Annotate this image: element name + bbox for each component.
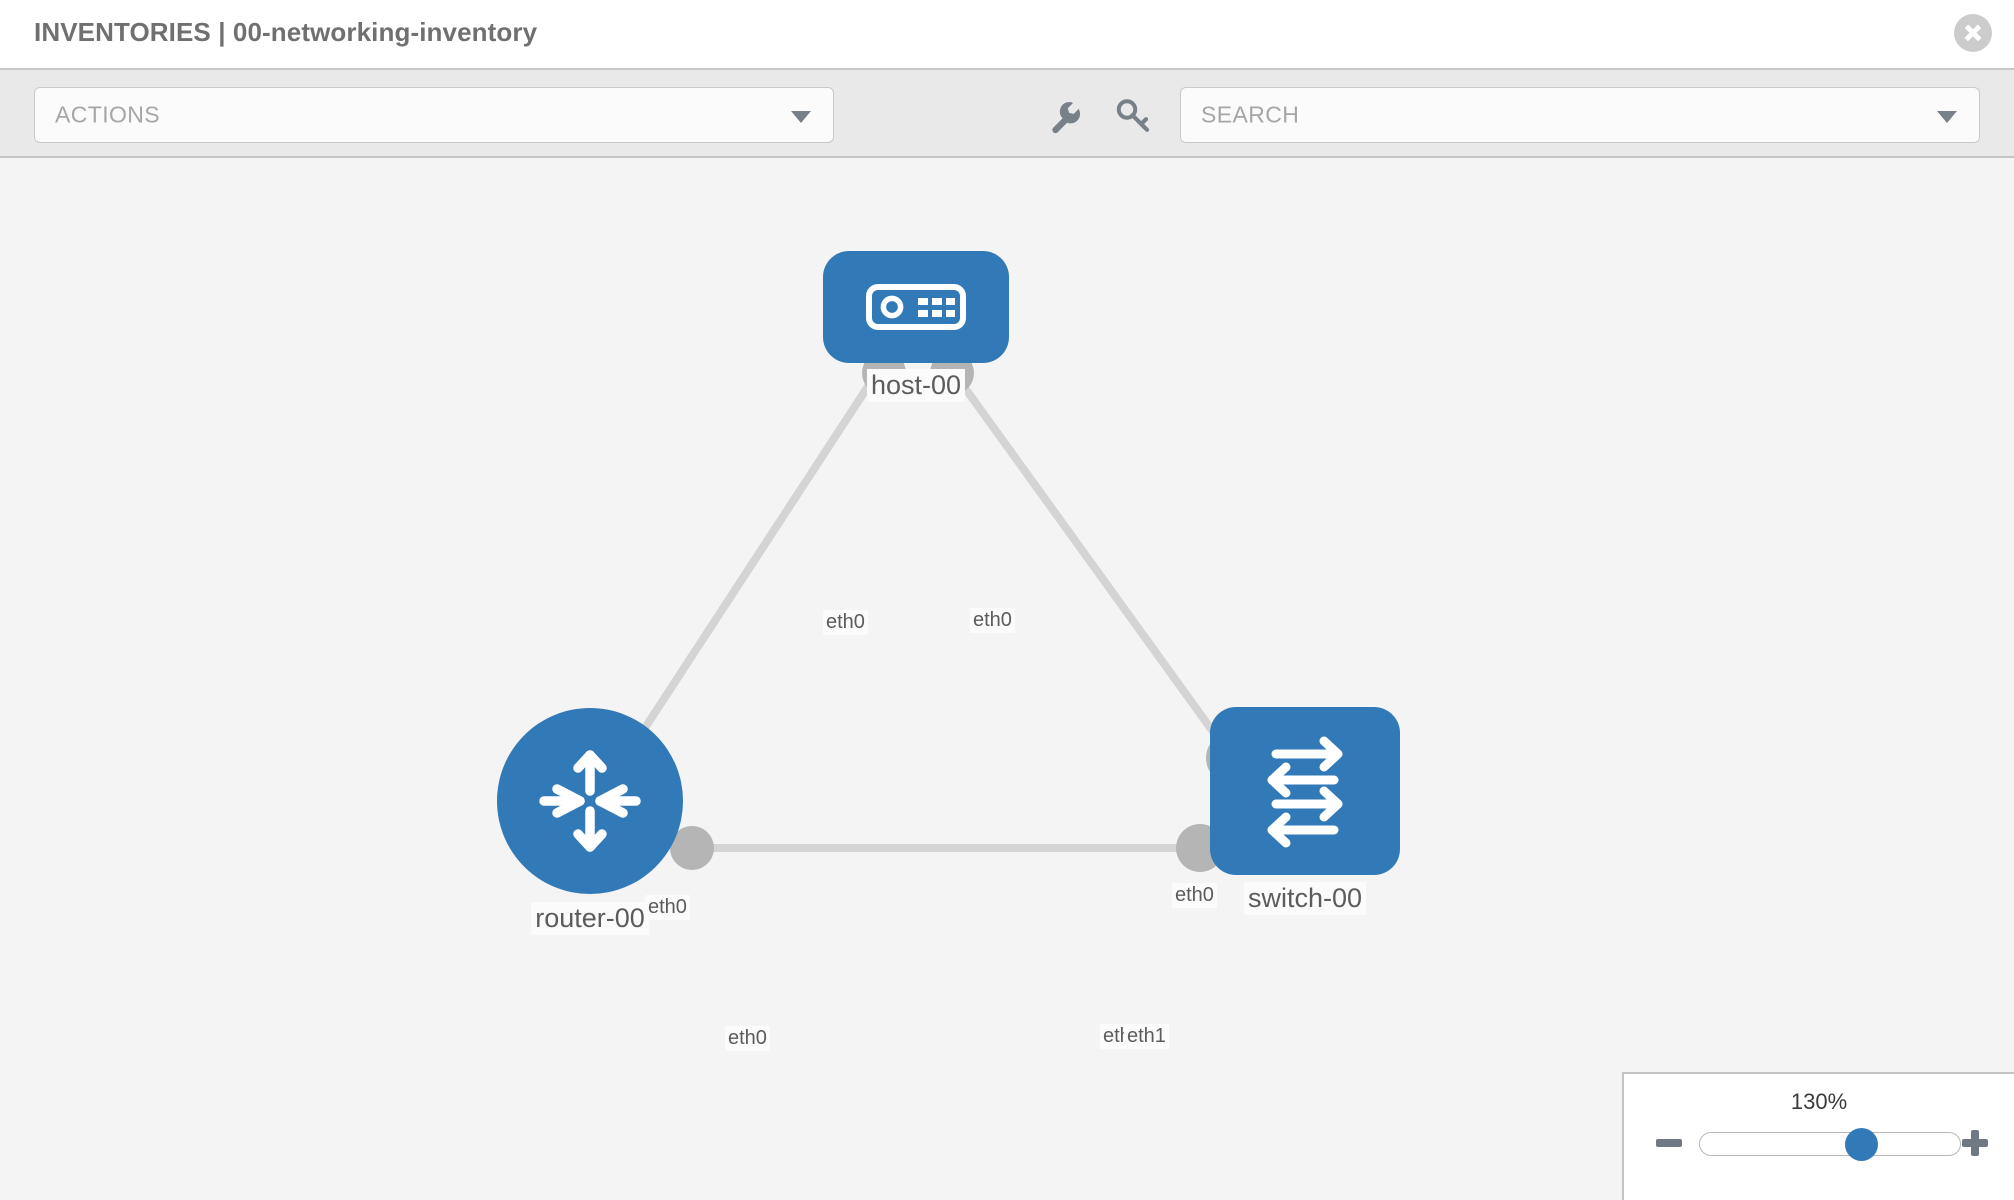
edge-label-switch-eth1: eth1 (1124, 1024, 1169, 1049)
zoom-slider-thumb[interactable] (1844, 1127, 1878, 1161)
router-node-shape (497, 708, 683, 894)
page-title: INVENTORIES | 00-networking-inventory (34, 17, 538, 47)
four-way-arrows-icon (539, 750, 641, 852)
node-switch-00[interactable]: switch-00 (1210, 707, 1400, 915)
edge-label-router-upper: eth0 (645, 895, 690, 920)
close-icon[interactable] (1954, 14, 1992, 52)
node-host-00[interactable]: host-00 (823, 251, 1009, 402)
edge-label-host-left: eth0 (823, 610, 868, 635)
search-input[interactable]: SEARCH (1180, 87, 1980, 143)
node-label: host-00 (866, 369, 966, 402)
zoom-slider[interactable] (1699, 1127, 1961, 1161)
server-device-icon (866, 284, 966, 330)
actions-dropdown[interactable]: ACTIONS (34, 87, 834, 143)
wrench-icon[interactable] (1043, 96, 1083, 136)
topology-canvas[interactable]: host-00 router-00 (0, 158, 2014, 1200)
key-icon[interactable] (1113, 96, 1153, 136)
minus-icon[interactable] (1652, 1126, 1686, 1160)
chevron-down-icon (1937, 111, 1957, 123)
zoom-level-value: 130% (1790, 1089, 1848, 1114)
edge-label-host-right: eth0 (970, 608, 1015, 633)
search-placeholder: SEARCH (1201, 101, 1300, 128)
edge-label-switch-upper: eth0 (1172, 883, 1217, 908)
bidirectional-arrows-icon (1267, 736, 1343, 848)
chevron-down-icon (791, 111, 811, 123)
zoom-control-panel: 130% (1622, 1072, 2014, 1200)
toolbar: ACTIONS SEARCH (0, 68, 2014, 158)
node-label: switch-00 (1243, 882, 1367, 915)
edge-label-router-right: eth0 (725, 1026, 770, 1051)
node-router-00[interactable]: router-00 (497, 708, 683, 935)
actions-dropdown-label: ACTIONS (55, 101, 161, 128)
plus-icon[interactable] (1958, 1126, 1992, 1160)
node-label: router-00 (531, 902, 649, 935)
host-node-shape (823, 251, 1009, 363)
page-header: INVENTORIES | 00-networking-inventory (0, 0, 2014, 68)
switch-node-shape (1210, 707, 1400, 875)
